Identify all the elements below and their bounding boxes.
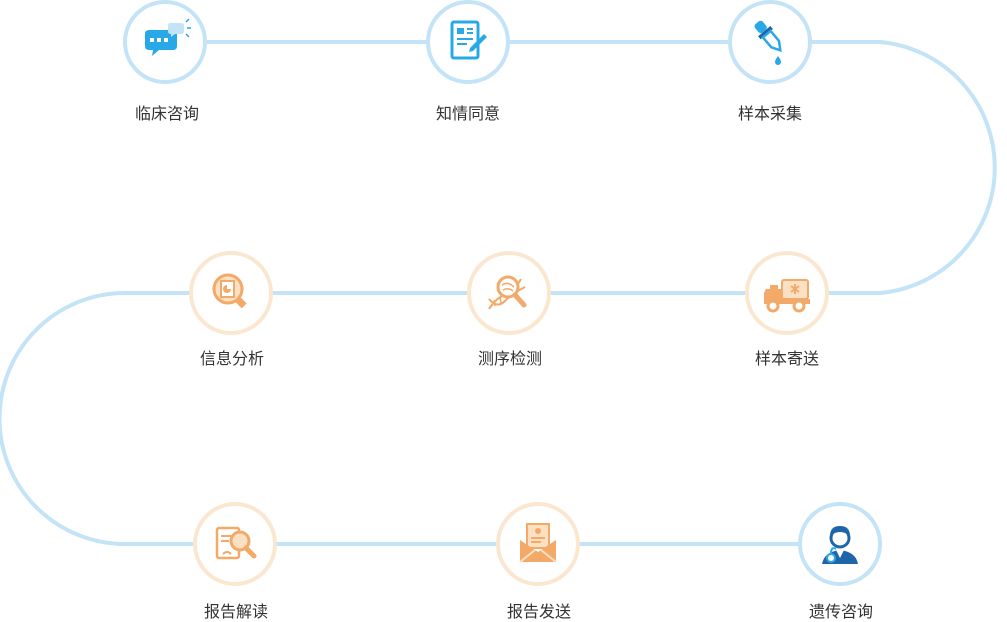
step-label: 测序检测 bbox=[477, 349, 542, 368]
step-clinical-consultation[interactable] bbox=[123, 0, 207, 84]
step-label: 临床咨询 bbox=[134, 104, 199, 123]
step-label: 信息分析 bbox=[199, 349, 264, 368]
delivery-truck-icon bbox=[764, 279, 810, 313]
step-info-analysis[interactable] bbox=[189, 251, 273, 335]
consent-form-icon bbox=[450, 20, 487, 60]
step-label: 遗传咨询 bbox=[808, 602, 873, 621]
dna-magnifier-icon bbox=[488, 275, 527, 310]
step-label: 知情同意 bbox=[435, 104, 500, 123]
step-sample-collection[interactable] bbox=[728, 0, 812, 84]
step-sample-shipping[interactable] bbox=[745, 251, 829, 335]
step-label: 样本采集 bbox=[737, 104, 802, 123]
step-informed-consent[interactable] bbox=[426, 0, 510, 84]
chat-bubble-icon bbox=[145, 18, 191, 56]
step-report-sending[interactable] bbox=[496, 502, 580, 586]
doctor-icon bbox=[822, 526, 858, 564]
step-report-interpretation[interactable] bbox=[193, 502, 277, 586]
document-magnifier-icon bbox=[212, 273, 247, 309]
step-label: 报告解读 bbox=[203, 602, 268, 621]
step-label: 样本寄送 bbox=[754, 349, 819, 368]
step-sequencing[interactable] bbox=[467, 251, 551, 335]
report-search-icon bbox=[215, 526, 257, 560]
envelope-icon bbox=[519, 523, 557, 563]
step-genetic-counseling[interactable] bbox=[798, 502, 882, 586]
step-label: 报告发送 bbox=[506, 602, 571, 621]
dropper-icon bbox=[754, 20, 782, 65]
